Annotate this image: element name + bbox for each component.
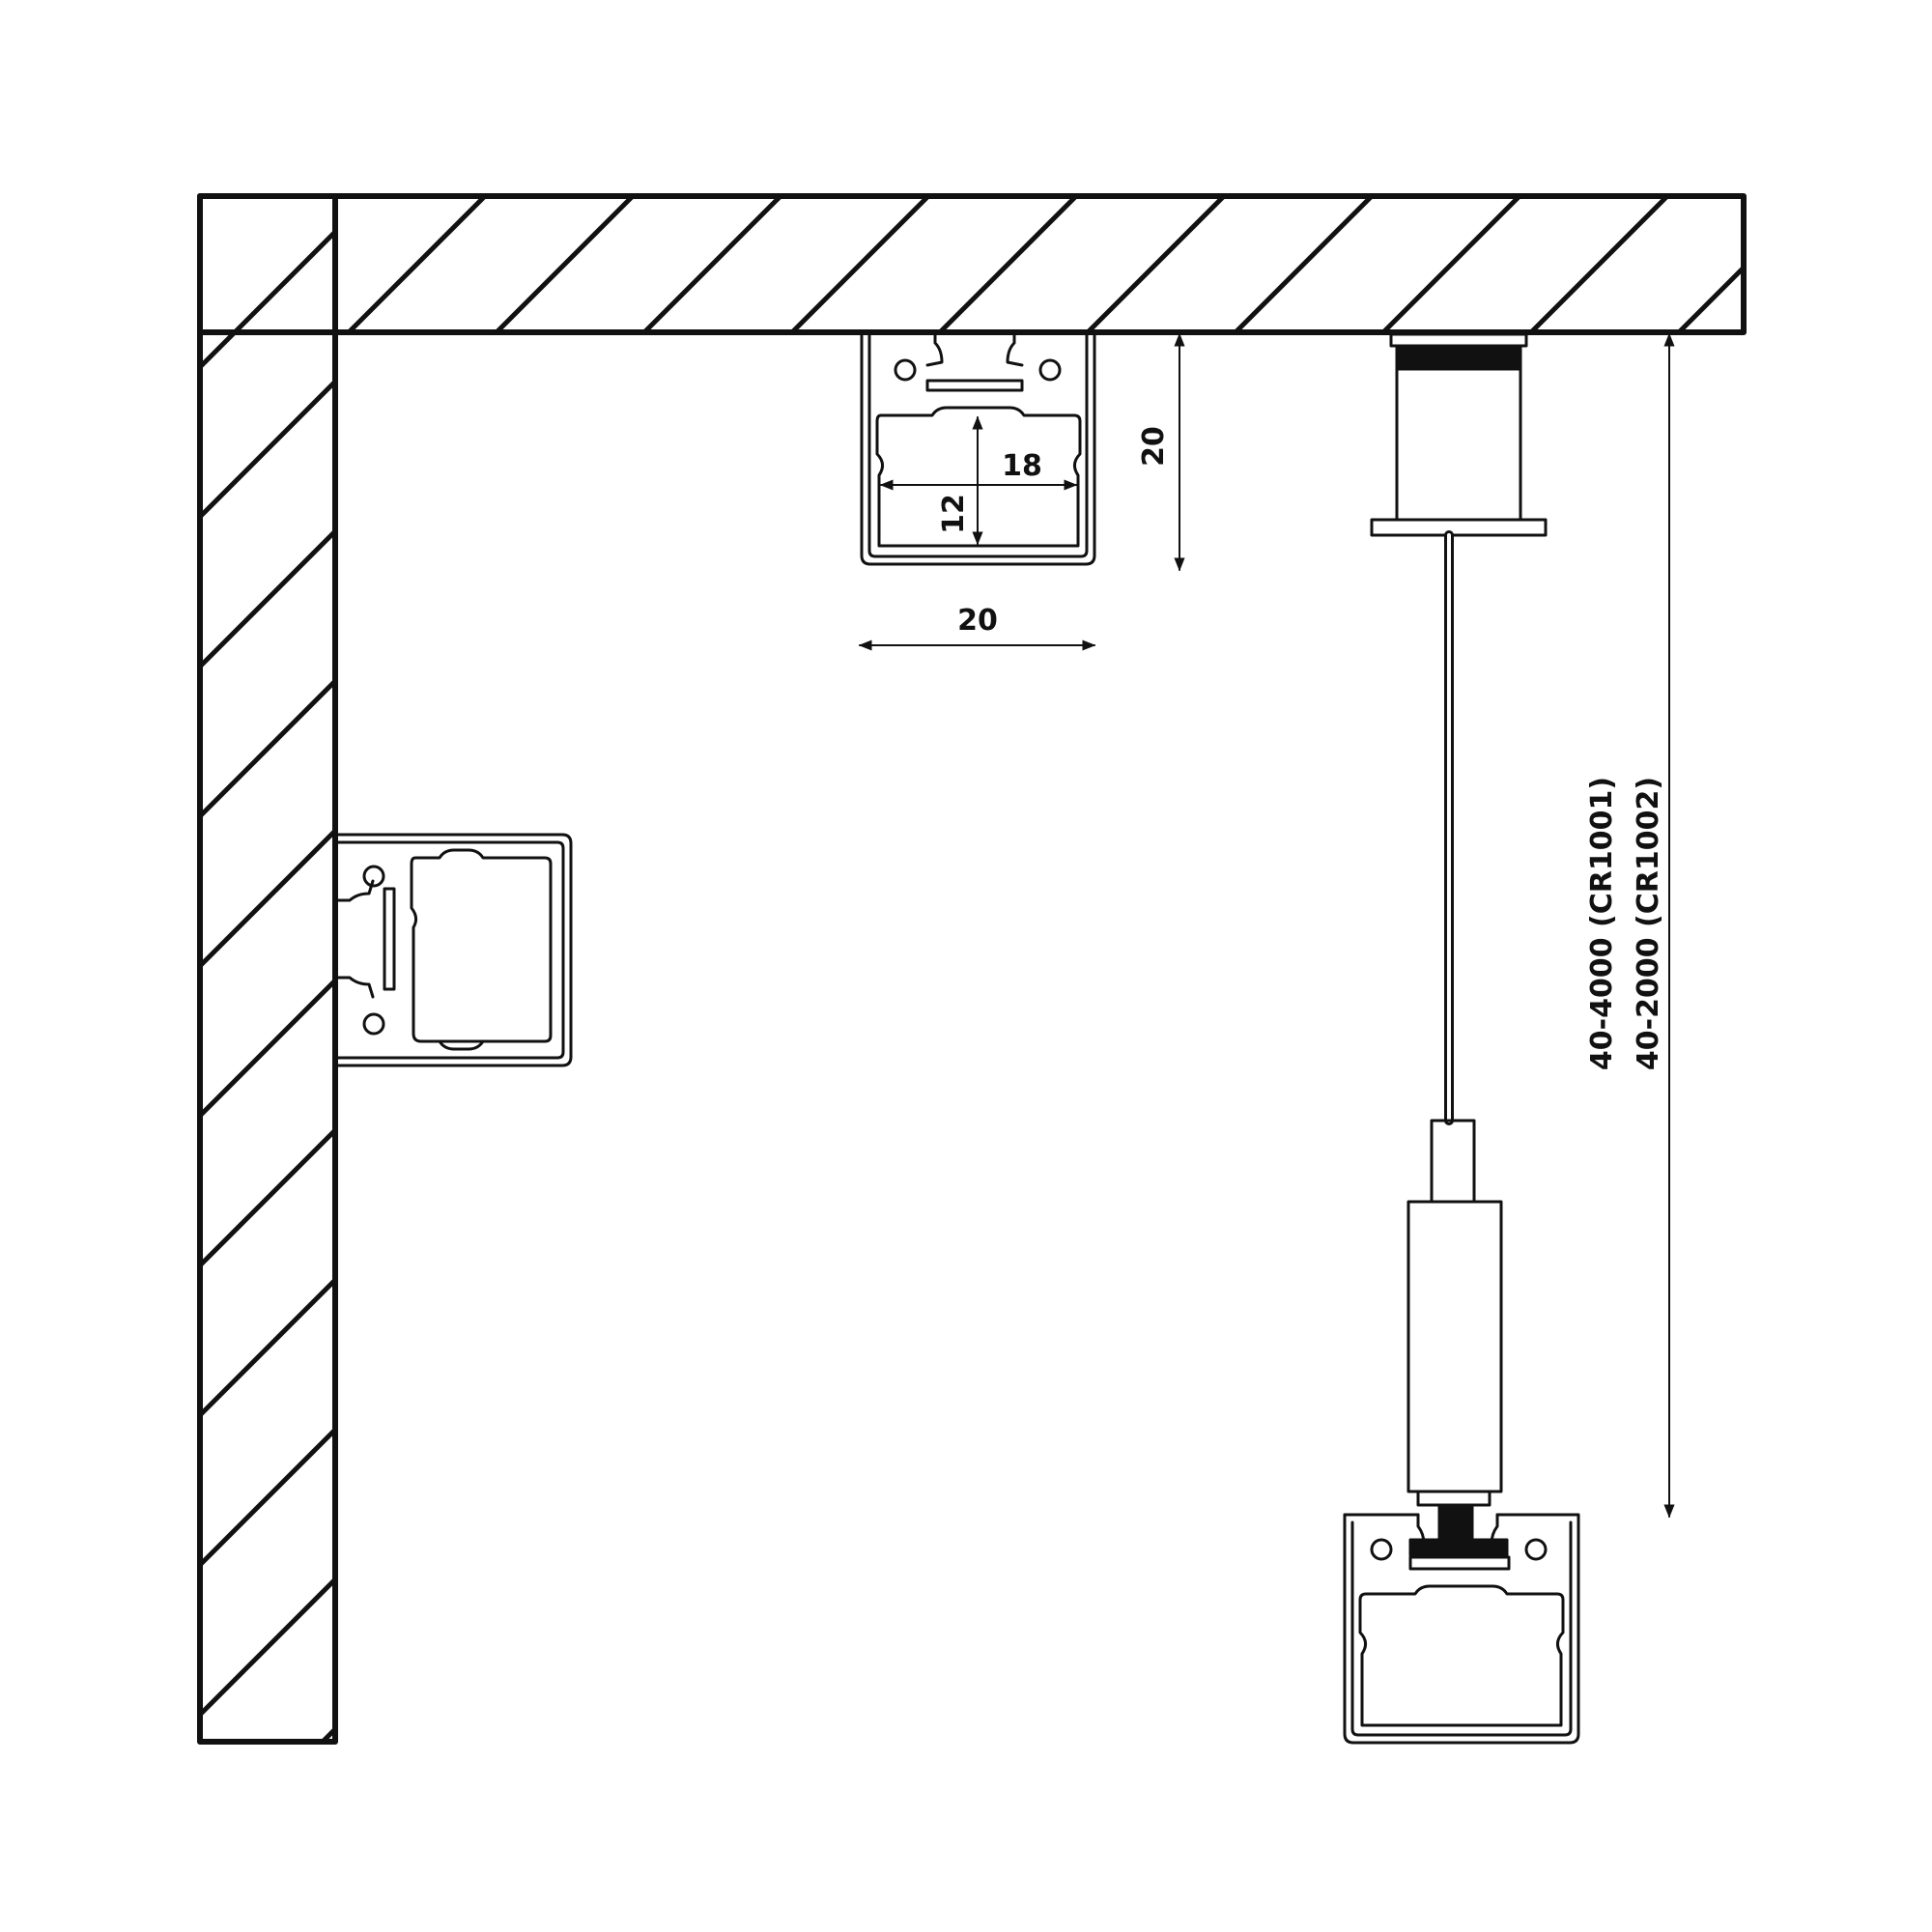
ceiling-hatch-line [789,196,931,332]
suspended-profile [1343,1513,1580,1745]
ceiling-slab [197,193,1932,335]
wall-hatch-line [200,1427,335,1568]
ceiling-hatch-line [494,196,636,332]
profile-width-label: 20 [957,604,998,638]
wall-hatch-line [200,978,335,1119]
suspension-kit [1370,332,1548,1542]
inner-width-label: 18 [1002,449,1042,483]
wall-hatch-line [200,1577,335,1718]
wall-hatch-line [319,1726,335,1742]
ceiling-hatch-line [1085,196,1227,332]
ceiling-hatch-line [937,196,1079,332]
inner-height-label: 12 [937,494,971,534]
ceiling-hatch-line [1380,196,1522,332]
wall-mounted-profile [336,833,573,1067]
ceiling-hatch-line [1827,196,1932,332]
ceiling-hatch-line [1676,264,1744,332]
ceiling-hatch-line [641,196,783,332]
wall-hatch-line [200,1127,335,1268]
ceiling-hatch-line [1233,196,1375,332]
wall-hatch-line [200,1277,335,1418]
wall-hatch-line [200,379,335,520]
wall-hatch-line [200,828,335,969]
ceiling-hatch-line [346,196,488,332]
wall-slab [197,193,338,1745]
ceiling-hatch-line [1528,196,1670,332]
suspension-range-cr1002-label: 40-2000 (CR1002) [1632,777,1665,1070]
surface-mounted-profile [860,330,1096,566]
ceiling-hatch-line [337,196,340,200]
suspension-range-cr1001-label: 40-4000 (CR1001) [1585,777,1619,1070]
wall-hatch-line [200,229,335,370]
wall-hatch-line [200,678,335,819]
wall-hatch-line [200,528,335,669]
profile-height-label: 20 [1137,426,1171,467]
